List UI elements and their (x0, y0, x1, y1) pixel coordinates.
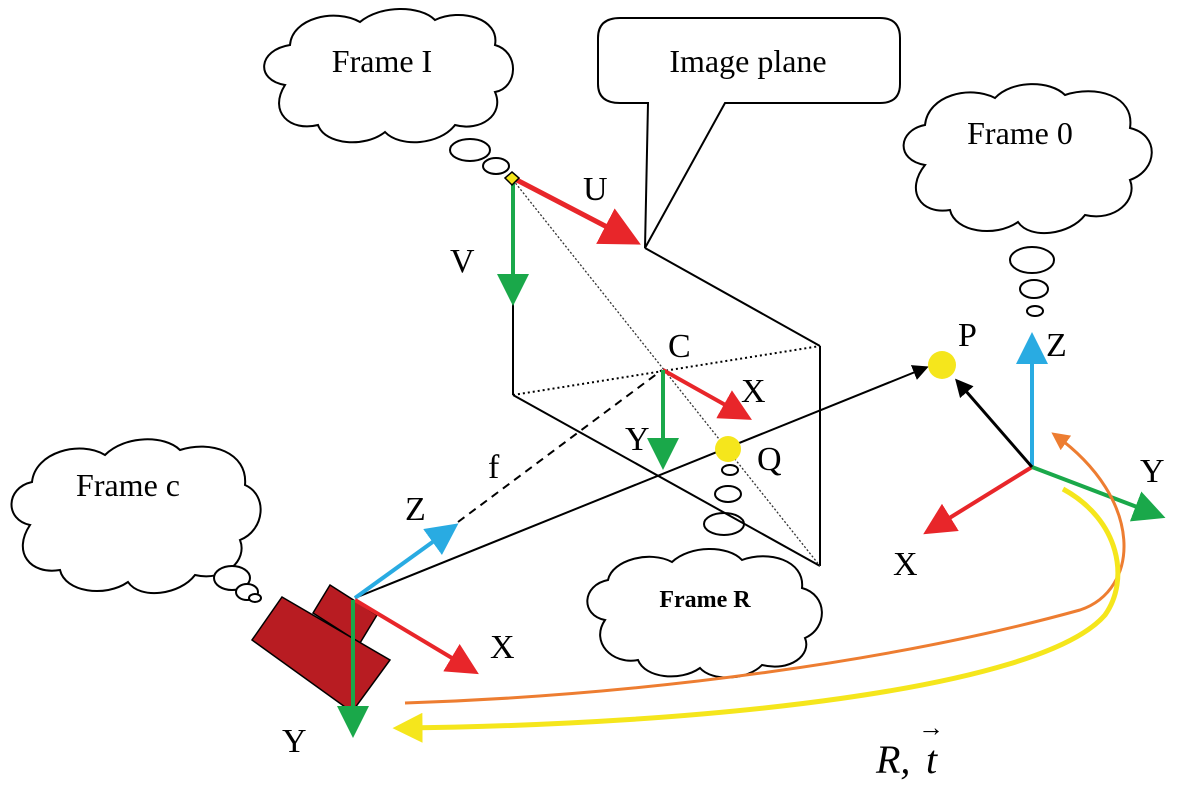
world-y-axis-arrow (1031, 465, 1166, 522)
camera-x-axis-arrow (353, 598, 479, 675)
translation-label: t (926, 737, 938, 782)
vector-arrow-mark: → (918, 713, 944, 742)
world-x-axis-label: X (893, 546, 918, 583)
u-axis-arrow (511, 175, 641, 245)
c-x-axis-arrow (662, 368, 752, 420)
camera-frame-axes: Z X Y (282, 491, 515, 760)
rotation-label: R, (875, 737, 910, 782)
world-to-p-vector (955, 378, 1034, 468)
frame-c-label: Frame c (76, 467, 180, 503)
camera-z-axis-label: Z (405, 491, 426, 528)
orange-transform-curve (404, 432, 1126, 705)
transform-curves (392, 432, 1126, 743)
c-y-axis-label: Y (625, 421, 650, 458)
projection-volume (457, 179, 821, 567)
world-y-axis-label: Y (1140, 453, 1165, 490)
image-frame-axes: U V (450, 171, 641, 306)
frame-r-cloud: Frame R (586, 464, 823, 679)
frame-0-label: Frame 0 (967, 115, 1073, 151)
rotation-translation-label: R, t → (875, 713, 944, 782)
focal-length-label: f (488, 449, 500, 486)
world-x-axis-arrow (923, 465, 1034, 535)
image-plane-callout: Image plane (597, 17, 901, 249)
projected-point-q (715, 436, 741, 462)
v-axis-label: V (450, 243, 475, 280)
camera-x-axis-label: X (490, 629, 515, 666)
frame-c-cloud: Frame c (10, 438, 262, 603)
principal-point-label: C (668, 328, 691, 365)
image-origin-marker (503, 171, 521, 187)
u-axis-label: U (583, 171, 608, 208)
world-frame-axes: Z X Y (893, 327, 1166, 583)
world-z-axis-label: Z (1046, 327, 1067, 364)
camera-ray-to-p (354, 365, 929, 599)
projected-point-label: Q (757, 441, 782, 478)
image-plane-label: Image plane (669, 43, 826, 79)
world-point-p (928, 351, 956, 379)
yellow-transform-curve (392, 486, 1121, 743)
c-x-axis-label: X (741, 373, 766, 410)
principal-point-axes: C X Y (625, 328, 766, 470)
world-point-label: P (958, 317, 977, 354)
camera-y-axis-label: Y (282, 723, 307, 760)
frame-i-label: Frame I (332, 43, 432, 79)
frame-0-cloud: Frame 0 (902, 83, 1153, 317)
camera-z-axis-arrow (353, 523, 459, 600)
frame-r-label: Frame R (659, 587, 751, 613)
frame-i-cloud: Frame I (263, 8, 514, 175)
camera-body (250, 583, 392, 714)
